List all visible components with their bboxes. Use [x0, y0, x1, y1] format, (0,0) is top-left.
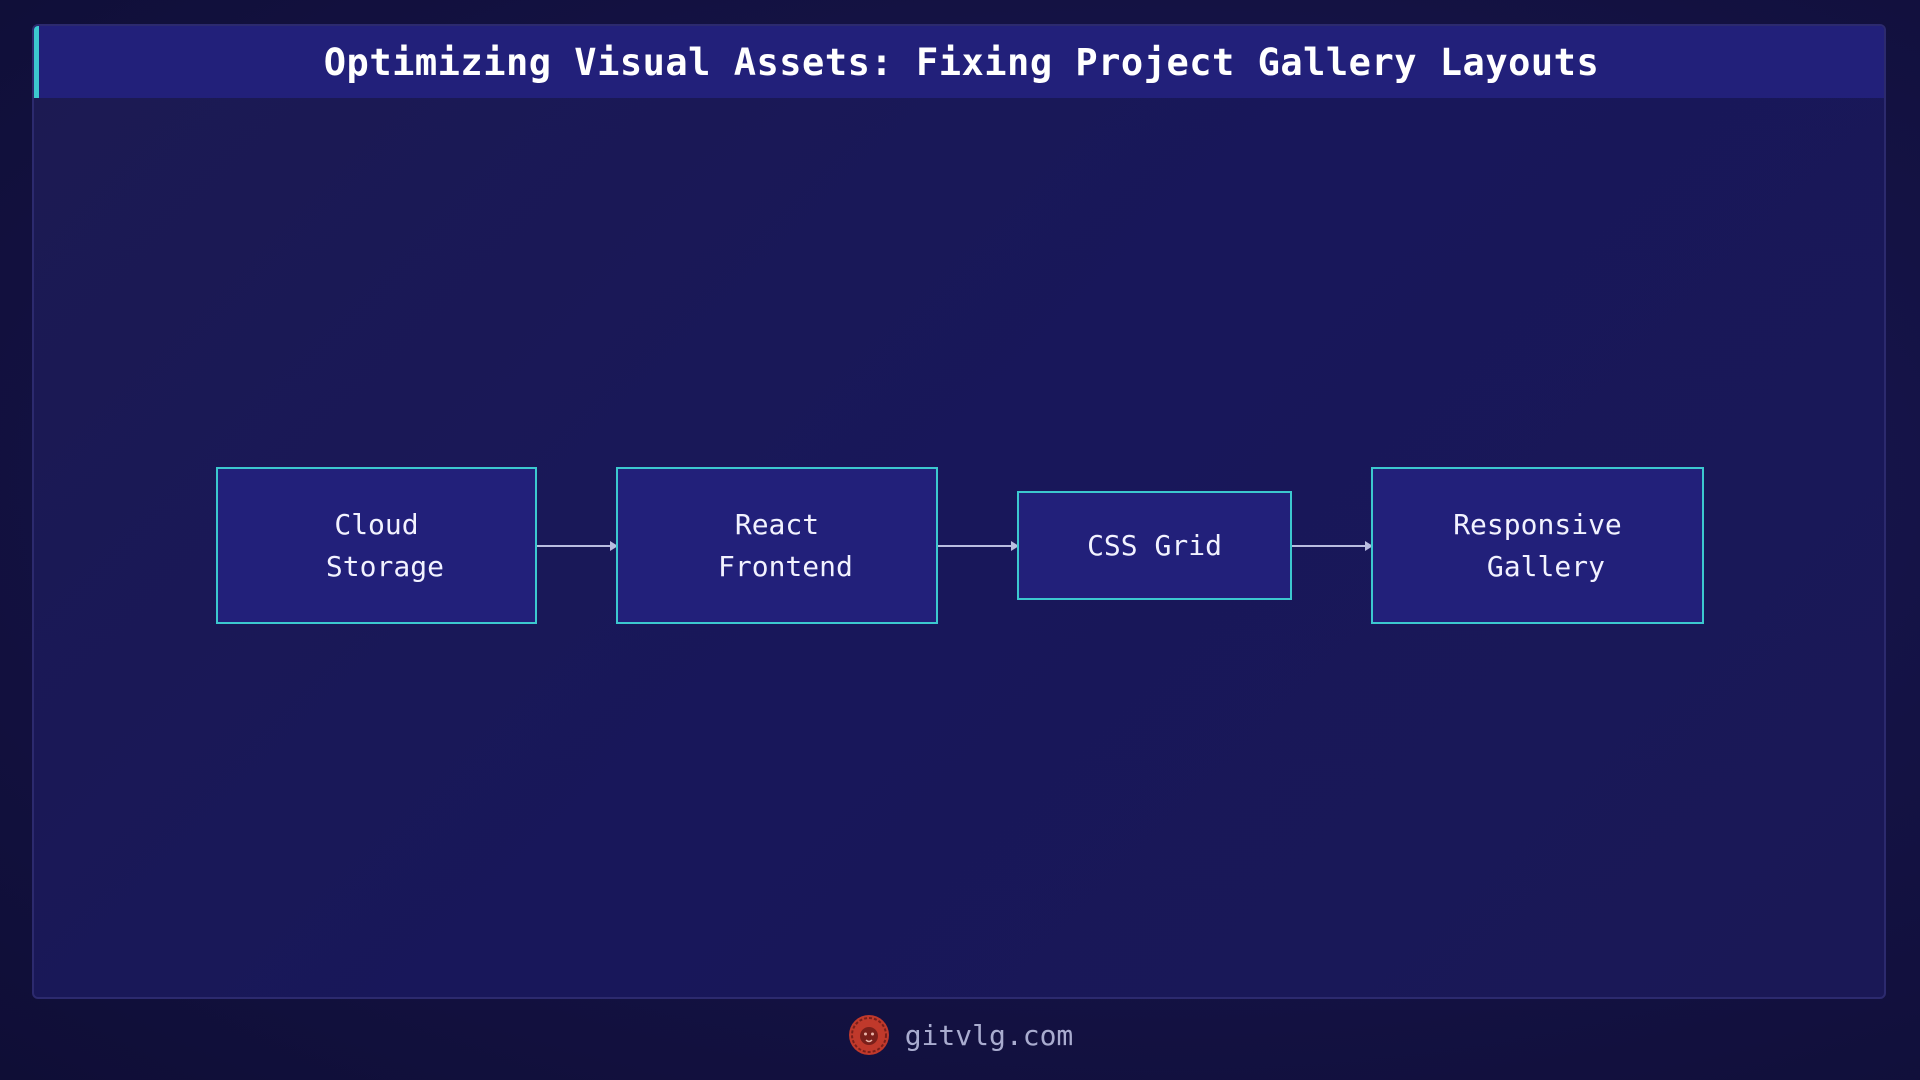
node-label: React Frontend: [717, 507, 853, 583]
node-react-frontend: React Frontend: [616, 467, 938, 624]
site-url[interactable]: gitvlg.com: [904, 1018, 1074, 1052]
node-responsive-gallery: Responsive Gallery: [1371, 467, 1704, 624]
footer: gitvlg.com: [0, 1010, 1920, 1060]
node-label: CSS Grid: [1087, 528, 1222, 562]
node-label: Responsive Gallery: [1453, 507, 1622, 583]
node-cloud-storage: Cloud Storage: [216, 467, 537, 624]
node-css-grid: CSS Grid: [1017, 491, 1292, 600]
node-label: Cloud Storage: [325, 507, 444, 583]
page-title: Optimizing Visual Assets: Fixing Project…: [323, 40, 1600, 84]
lion-logo-icon: [848, 1015, 889, 1055]
title-bar: Optimizing Visual Assets: Fixing Project…: [34, 26, 1884, 98]
